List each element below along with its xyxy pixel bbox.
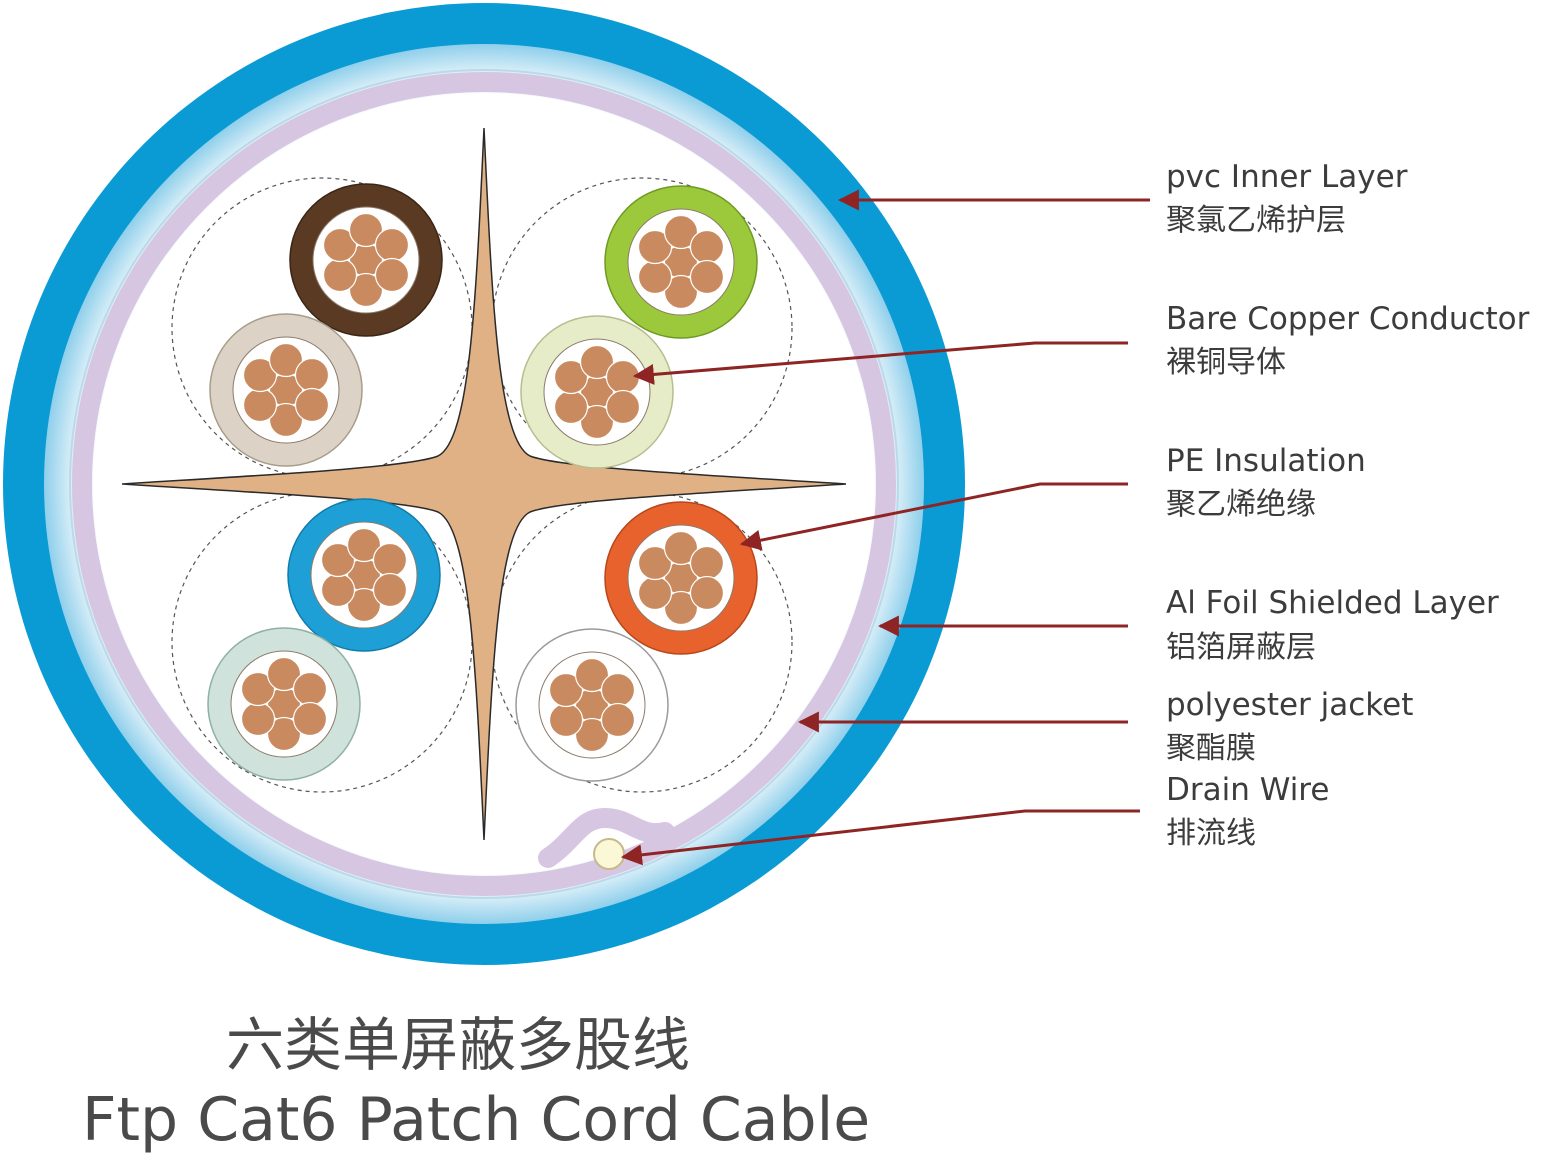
leader-lines (620, 189, 1150, 866)
label-pe-insulation-zh: 聚乙烯绝缘 (1166, 487, 1316, 522)
label-drain-wire-zh: 排流线 (1166, 816, 1256, 851)
copper-strand (268, 342, 304, 378)
copper-strand (294, 357, 330, 393)
copper-strand (553, 359, 589, 395)
copper-strand (242, 387, 278, 423)
copper-strand (240, 671, 276, 707)
copper-strand (348, 272, 384, 308)
wire-green-white (520, 315, 674, 469)
label-pe-insulation-en: PE Insulation (1166, 443, 1366, 479)
copper-strand (637, 259, 673, 295)
drain-wire-bump (538, 807, 675, 868)
wire-brown-white (209, 313, 363, 467)
copper-strand (346, 527, 382, 563)
copper-strand (320, 542, 356, 578)
label-bare-copper-conductor-en: Bare Copper Conductor (1166, 301, 1530, 337)
wire-brown (289, 183, 443, 337)
copper-strand (579, 344, 615, 380)
copper-strand (292, 701, 328, 737)
wire-group (207, 183, 758, 782)
title-chinese: 六类单屏蔽多股线 (226, 1011, 690, 1079)
wire-blue-white (207, 627, 361, 781)
leader-pe-insulation (739, 482, 1128, 551)
copper-strand (320, 572, 356, 608)
copper-strand (663, 590, 699, 626)
copper-strand (600, 702, 636, 738)
copper-strand (266, 656, 302, 692)
copper-strand (322, 227, 358, 263)
copper-strand (548, 702, 584, 738)
label-al-foil-shielded-layer-en: Al Foil Shielded Layer (1166, 585, 1499, 621)
copper-strand (574, 717, 610, 753)
label-polyester-jacket-en: polyester jacket (1166, 687, 1413, 723)
copper-strand (689, 229, 725, 265)
wire-orange-white (515, 628, 669, 782)
wire-green (604, 185, 758, 339)
drain-wire (593, 838, 625, 870)
copper-strand (663, 530, 699, 566)
copper-strand (372, 542, 408, 578)
leader-drain-wire (620, 809, 1140, 866)
copper-strand (574, 657, 610, 693)
copper-strand (548, 672, 584, 708)
copper-strand (346, 587, 382, 623)
label-pvc-inner-layer-zh: 聚氯乙烯护层 (1166, 203, 1346, 238)
leader-bare-copper-conductor (632, 341, 1128, 385)
label-pvc-inner-layer-en: pvc Inner Layer (1166, 159, 1408, 195)
wire-blue (287, 498, 441, 652)
copper-strand (372, 572, 408, 608)
copper-strand (322, 257, 358, 293)
copper-strand (374, 227, 410, 263)
copper-strand (266, 716, 302, 752)
copper-strand (242, 357, 278, 393)
polyester-film-line (69, 69, 899, 899)
copper-strand (268, 402, 304, 438)
copper-strand (294, 387, 330, 423)
label-bare-copper-conductor-zh: 裸铜导体 (1166, 345, 1286, 380)
copper-strand (663, 274, 699, 310)
copper-strand (637, 545, 673, 581)
copper-strand (637, 575, 673, 611)
copper-strand (240, 701, 276, 737)
label-al-foil-shielded-layer-zh: 铝箔屏蔽层 (1166, 630, 1316, 665)
copper-strand (637, 229, 673, 265)
copper-strand (579, 404, 615, 440)
copper-strand (689, 575, 725, 611)
copper-strand (689, 545, 725, 581)
foil-shield-band (72, 72, 896, 896)
copper-strand (689, 259, 725, 295)
copper-strand (553, 389, 589, 425)
copper-strand (605, 359, 641, 395)
wire-orange (604, 501, 758, 655)
title-english: Ftp Cat6 Patch Cord Cable (82, 1085, 870, 1155)
label-polyester-jacket-zh: 聚酯膜 (1166, 731, 1256, 766)
copper-strand (605, 389, 641, 425)
copper-strand (292, 671, 328, 707)
copper-strand (348, 212, 384, 248)
label-drain-wire-en: Drain Wire (1166, 772, 1329, 808)
copper-strand (600, 672, 636, 708)
copper-strand (663, 214, 699, 250)
copper-strand (374, 257, 410, 293)
